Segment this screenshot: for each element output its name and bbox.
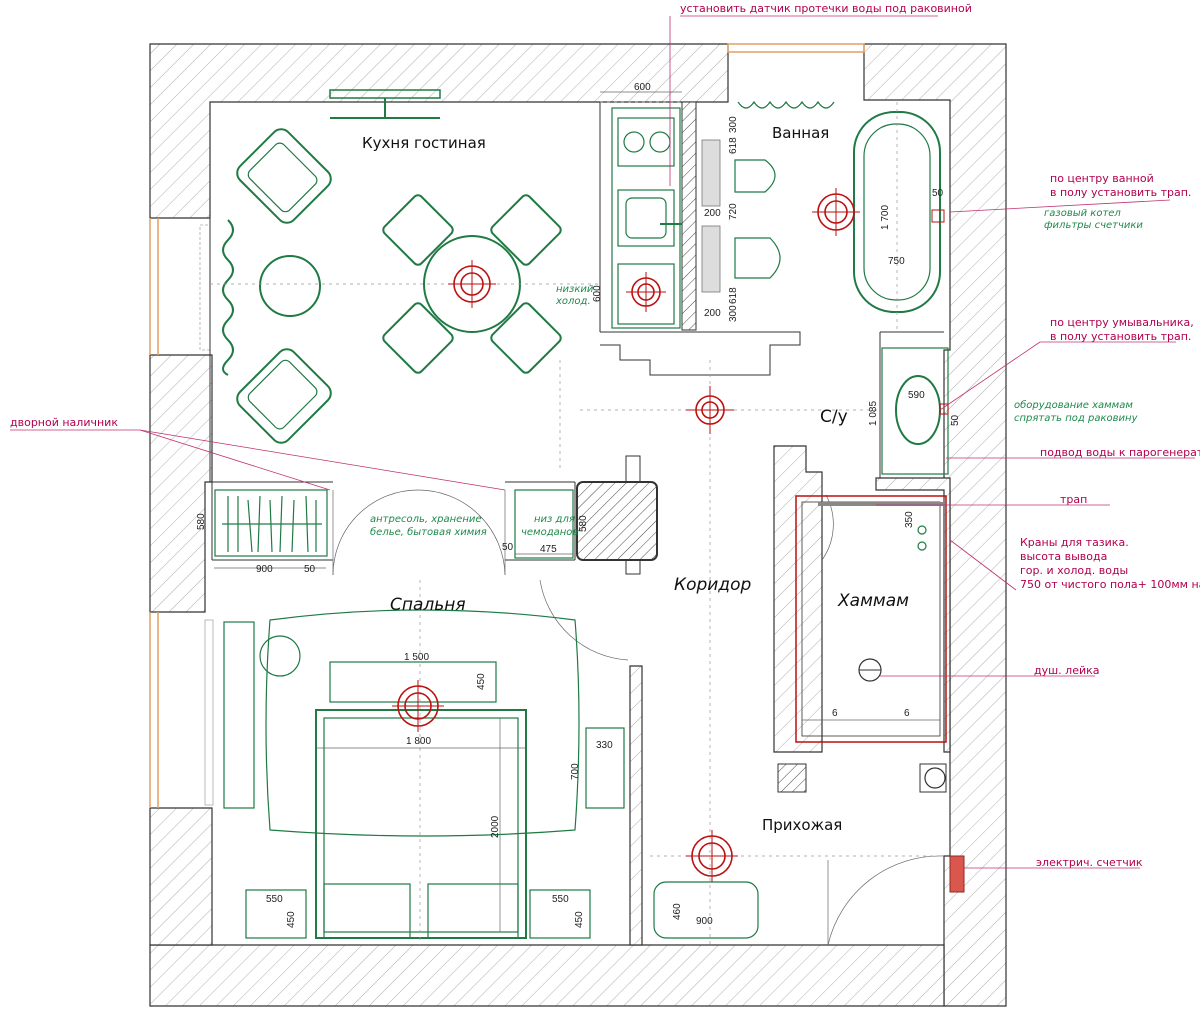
note-fridge-2: холод. [555, 296, 591, 307]
dim-475: 475 [540, 544, 557, 555]
dim-2000: 2000 [490, 815, 501, 838]
dim-750: 750 [888, 256, 905, 267]
dim-350: 350 [904, 511, 915, 528]
dim-450-top: 450 [476, 673, 487, 690]
dim-6-b: 6 [904, 708, 910, 719]
dim-300-b: 300 [728, 305, 739, 322]
room-hammam: Хаммам [837, 591, 909, 611]
dim-330: 330 [596, 740, 613, 751]
room-wc: С/у [820, 407, 848, 427]
outer-walls [149, 43, 1007, 1007]
dim-900-bench: 900 [696, 916, 713, 927]
dim-550-l: 550 [266, 894, 283, 905]
dim-50-basin: 50 [950, 414, 961, 426]
note-taps-3: гор. и холод. воды [1020, 564, 1128, 577]
partitions [209, 101, 944, 575]
note-basin-drain-2: в полу установить трап. [1050, 330, 1191, 343]
note-luggage-2: чемоданов [521, 527, 578, 538]
dim-700: 700 [570, 763, 581, 780]
note-basin-drain-1: по центру умывальника, [1050, 316, 1194, 329]
dim-200-a: 200 [704, 208, 721, 219]
dim-900-wd: 900 [256, 564, 273, 575]
dim-50-wd: 50 [304, 564, 316, 575]
note-door-trim: дворной наличник [10, 416, 118, 429]
dim-1085: 1 085 [868, 401, 879, 426]
note-shower: душ. лейка [1034, 664, 1100, 677]
note-boiler-2: фильтры счетчики [1044, 220, 1143, 231]
dim-720: 720 [728, 203, 739, 220]
dim-460: 460 [672, 903, 683, 920]
electric-meter [949, 855, 965, 893]
hallway-bench [653, 881, 759, 939]
note-taps-1: Краны для тазика. [1020, 536, 1129, 549]
room-kitchen-living: Кухня гостиная [362, 134, 486, 152]
wc-basin [881, 347, 949, 475]
note-steam-water: подвод воды к парогенератору [1040, 446, 1200, 459]
dim-1700: 1 700 [880, 205, 891, 230]
leader-lines [10, 15, 1195, 869]
hammam-room [777, 495, 947, 793]
kitchen-unit [559, 101, 682, 470]
note-hammam-equip-2: спрятать под раковину [1014, 413, 1139, 424]
windows [149, 43, 865, 808]
room-corridor: Коридор [674, 575, 751, 595]
dim-618-b: 618 [728, 287, 739, 304]
note-hammam-equip-1: оборудование хаммам [1014, 399, 1133, 411]
dim-6-a: 6 [832, 708, 838, 719]
dim-600-top: 600 [634, 82, 651, 93]
dim-590: 590 [908, 390, 925, 401]
note-meter: электрич. счетчик [1036, 856, 1143, 869]
note-mezzanine-2: белье, бытовая химия [370, 526, 487, 538]
dim-580-l: 580 [196, 513, 207, 530]
note-fridge-1: низкий [556, 284, 594, 295]
ceiling-lamps [392, 188, 860, 882]
note-leak-sensor: установить датчик протечки воды под рако… [680, 2, 972, 15]
dim-450-r: 450 [574, 911, 585, 928]
dim-1500: 1 500 [404, 652, 429, 663]
note-bath-drain-2: в полу установить трап. [1050, 186, 1191, 199]
note-luggage-1: низ для [534, 514, 575, 525]
dim-580-r: 580 [578, 515, 589, 532]
dim-450-l: 450 [286, 911, 297, 928]
dim-200-b: 200 [704, 308, 721, 319]
note-boiler-1: газовый котел [1044, 208, 1121, 219]
dim-1800: 1 800 [406, 736, 431, 747]
dim-50-c: 50 [502, 542, 514, 553]
note-taps-2: высота вывода [1020, 550, 1107, 563]
dim-618-a: 618 [728, 137, 739, 154]
note-taps-4: 750 от чистого пола+ 100мм на по [1020, 578, 1200, 591]
room-bedroom: Спальня [390, 595, 466, 615]
dim-300: 300 [728, 116, 739, 133]
room-bathroom: Ванная [772, 124, 829, 142]
note-drain: трап [1060, 493, 1087, 506]
dim-600-side: 600 [592, 285, 603, 302]
bathroom-fixtures [701, 100, 945, 313]
note-bath-drain-1: по центру ванной [1050, 172, 1154, 185]
dim-550-r: 550 [552, 894, 569, 905]
dim-50-bath: 50 [932, 188, 944, 199]
bedroom-furniture [214, 481, 658, 939]
room-hallway: Прихожая [762, 816, 842, 834]
door-swings [332, 489, 945, 946]
note-mezzanine-1: антресоль, хранение [370, 514, 482, 525]
